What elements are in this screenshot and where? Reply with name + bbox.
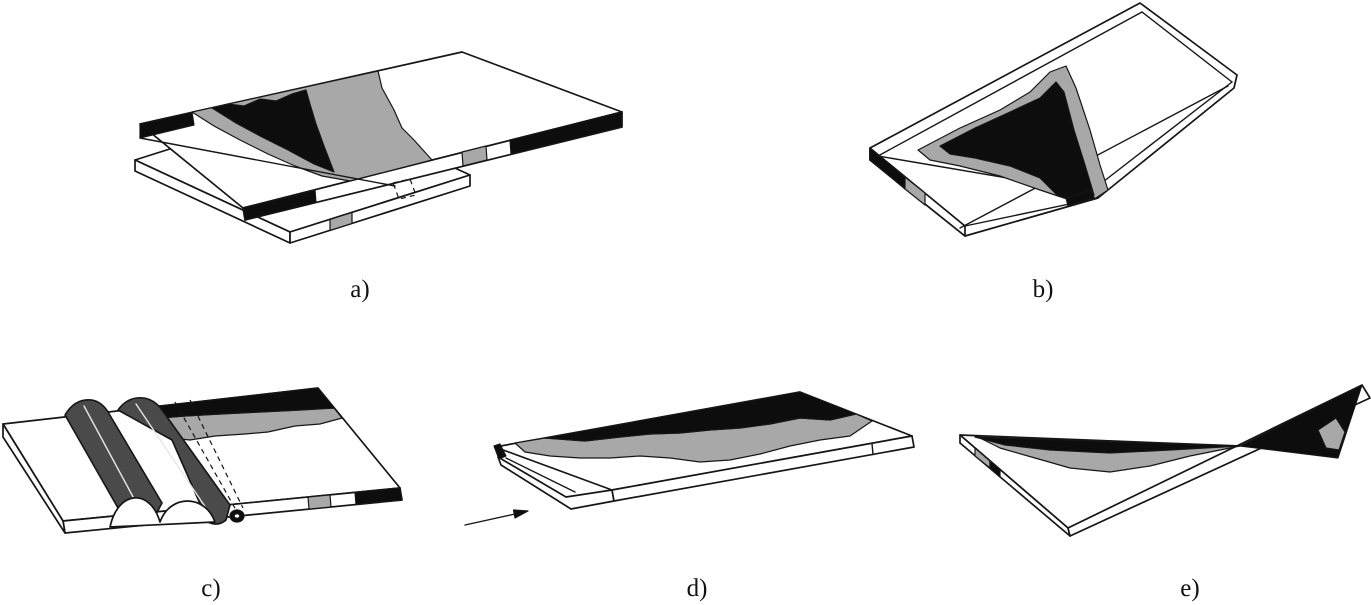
panel-b-right-plate-inner-edge: [1089, 81, 1233, 193]
panel-c-dashed-guide-line: [174, 401, 237, 511]
panel-b-left-plate-inner-edge: [877, 11, 1143, 157]
panel-a-hidden-edge-line: [139, 137, 396, 187]
panel-c: [2, 387, 403, 534]
panel-a-label: a): [350, 276, 369, 303]
panel-c-front-face-weld-section: [354, 487, 403, 506]
panel-d-label: d): [687, 575, 708, 602]
panel-d-wedge-inner-edge: [505, 457, 576, 493]
panel-e-end-face-weld-section: [989, 460, 1001, 478]
panel-d-plate-front-face: [611, 435, 915, 502]
panel-d: [464, 391, 915, 526]
panel-d-plate-end-section: [493, 443, 507, 460]
panel-a-upper-plate-end-strip: [139, 111, 195, 139]
panel-c-weld-metal: [149, 387, 335, 419]
panel-c-front-face-haz-section: [307, 494, 332, 510]
panel-e-root-haz-lobe: [1317, 417, 1346, 451]
panel-c-second-ridge-highlight: [135, 403, 207, 509]
arrow-line: [464, 513, 516, 526]
panel-b-weld-metal: [939, 81, 1095, 201]
panel-e-weld-root-region: [1239, 384, 1363, 459]
panel-d-weld-metal: [544, 391, 857, 442]
arrow-head-icon: [512, 509, 529, 519]
panel-d-front-face-tick: [871, 442, 874, 456]
panel-a: [134, 51, 623, 244]
panel-c-plate-end-face: [2, 423, 66, 534]
panel-c-second-rolled-ridge: [117, 396, 231, 525]
panel-a-front-face-weld-section: [242, 189, 317, 221]
panel-b-root-end-section: [1065, 189, 1095, 207]
panel-a-front-face-end-section: [509, 111, 623, 155]
panel-b-label: b): [1033, 276, 1054, 303]
panel-a-front-face-haz-section: [461, 145, 488, 167]
panel-e-label: e): [1180, 575, 1199, 602]
panel-a-weld-metal: [211, 89, 335, 173]
panel-c-label: c): [201, 575, 220, 602]
panel-e: [959, 384, 1371, 537]
panel-a-dashed-marker: [392, 178, 417, 200]
panel-a-lower-plate-front-mark: [329, 211, 353, 231]
panel-c-dashed-guide-line: [189, 399, 244, 509]
panel-c-ridge-front-profile: [109, 497, 216, 528]
panel-c-ring-marker-inner: [233, 512, 241, 520]
panel-b: [869, 2, 1238, 237]
panel-b-back-end-edge: [1141, 11, 1233, 83]
panel-c-first-ridge-highlight: [83, 405, 139, 507]
panel-b-front-face-haz-section: [904, 176, 926, 206]
